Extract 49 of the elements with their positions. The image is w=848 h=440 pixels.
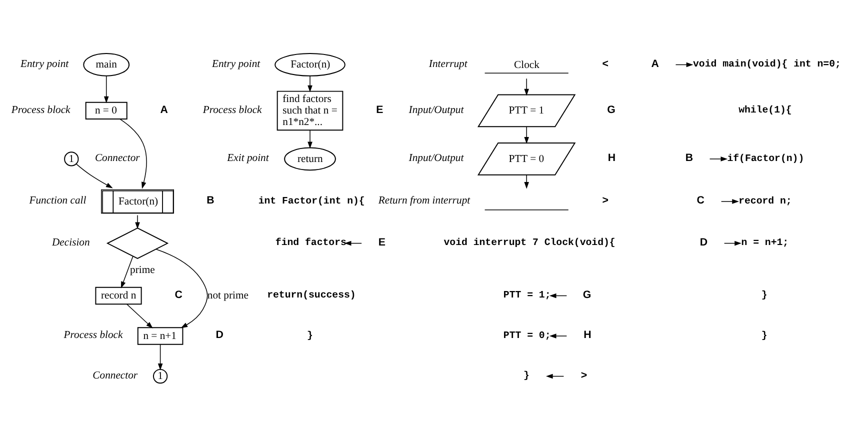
node-label: C	[174, 288, 182, 300]
node-text: >	[580, 368, 588, 381]
node-text: find factors	[275, 236, 346, 248]
node-label: Exit point	[227, 152, 269, 164]
node-label: Entry point	[212, 58, 260, 70]
node-text: }	[524, 370, 530, 381]
node-label: Input/Output	[408, 152, 464, 164]
node-text: int Factor(int n){	[258, 194, 365, 206]
node-label: Process block	[64, 330, 123, 341]
node-label: E	[376, 103, 384, 116]
node-text: }	[761, 289, 768, 300]
node-label: Interrupt	[428, 58, 468, 70]
node-text: record n;	[738, 194, 792, 206]
node-text: }	[761, 329, 768, 340]
node-text: }	[306, 329, 313, 340]
node-text: A	[651, 57, 659, 70]
node-label: B	[206, 194, 214, 206]
node-label: Function call	[29, 195, 86, 206]
node-label: Entry point	[20, 58, 69, 70]
node-text: C	[696, 194, 704, 206]
edge-label: prime	[130, 264, 155, 276]
edge-label: not prime	[207, 290, 248, 302]
node-label: Return from interrupt	[378, 195, 470, 206]
node-text: PTT = 0;	[503, 329, 551, 340]
node-label: D	[216, 328, 224, 341]
node-text: E	[378, 236, 386, 248]
node-label: <	[602, 57, 608, 70]
node-text: n = n+1;	[741, 236, 789, 248]
node-text: void interrupt 7 Clock(void){	[444, 236, 616, 248]
node-text: void main(void){ int n=0;	[693, 58, 841, 70]
node-text: H	[584, 328, 592, 341]
node-text: D	[700, 236, 708, 248]
node-text: B	[685, 152, 694, 164]
node-text: G	[582, 288, 592, 300]
node-label: Connector	[94, 152, 140, 164]
node-text: while(1){	[738, 104, 792, 116]
node-label: Input/Output	[408, 104, 464, 116]
node-label: >	[602, 194, 608, 206]
node-label: A	[160, 103, 168, 116]
node-label: Decision	[52, 236, 90, 248]
node-text: if(Factor(n))	[727, 152, 804, 164]
node-label: Process block	[202, 104, 262, 116]
node-label: Connector	[92, 370, 138, 381]
node-text: return(success)	[267, 289, 356, 300]
node-label: G	[607, 103, 616, 116]
node-text: Clock	[514, 59, 540, 70]
node-label: H	[608, 152, 616, 164]
node-label: Process block	[11, 104, 70, 116]
node-text: PTT = 1;	[503, 289, 551, 300]
